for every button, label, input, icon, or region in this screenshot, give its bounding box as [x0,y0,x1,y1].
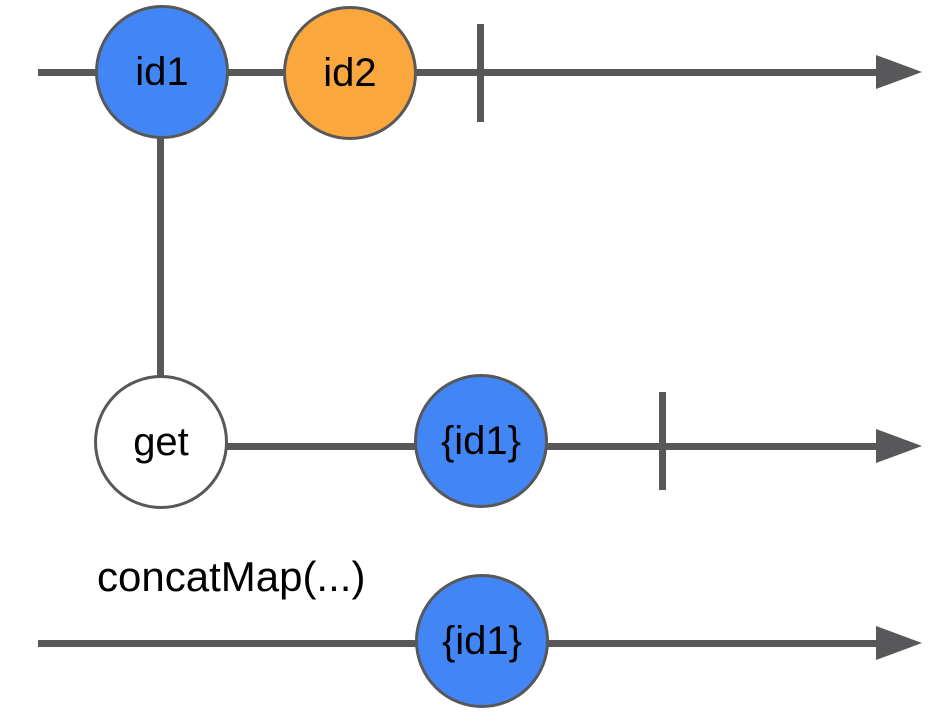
marble-id1: id1 [95,5,229,139]
source-complete-tick [477,24,484,122]
inner-timeline-line [226,443,883,450]
marble-id1-label: id1 [135,49,189,94]
marble-get-label: get [133,419,189,464]
marble-inner-id1-result: {id1} [414,374,548,508]
marble-output-id1-result-label: {id1} [441,618,523,663]
operator-label: concatMap(...) [97,553,366,600]
marble-inner-id1-result-label: {id1} [440,418,522,463]
marble-id2: id2 [283,6,417,140]
source-timeline-line [38,69,883,76]
marble-get: get [94,375,228,509]
output-arrowhead-icon [876,626,922,660]
marble-output-id1-result: {id1} [415,574,549,708]
inner-arrowhead-icon [876,429,922,463]
source-arrowhead-icon [876,55,922,89]
marble-id2-label: id2 [323,50,377,95]
inner-complete-tick [659,392,666,490]
id1-to-inner-connector-line [157,137,164,377]
